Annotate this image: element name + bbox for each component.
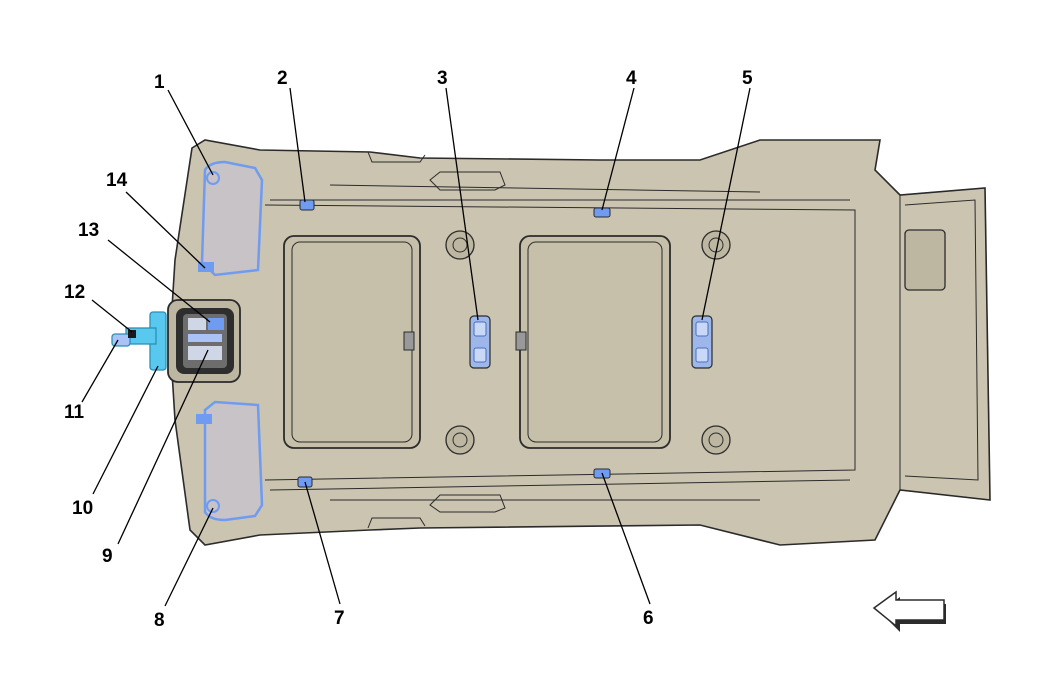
callout-labels: 1 2 3 4 5 6 7 8 9 10 11 12 13 14 bbox=[64, 68, 753, 631]
callout-4: 4 bbox=[626, 68, 637, 89]
callout-13: 13 bbox=[78, 220, 99, 241]
callout-9: 9 bbox=[102, 546, 113, 567]
console-connector bbox=[111, 311, 167, 371]
rear-vent bbox=[904, 229, 946, 291]
callout-5: 5 bbox=[742, 68, 753, 89]
callout-1: 1 bbox=[154, 72, 165, 93]
front-sunroof-opening bbox=[283, 235, 421, 449]
arrow-left-icon bbox=[872, 590, 946, 632]
callout-14: 14 bbox=[106, 170, 128, 191]
callout-2: 2 bbox=[277, 68, 288, 89]
callout-10: 10 bbox=[72, 498, 93, 519]
callout-11: 11 bbox=[64, 402, 85, 423]
sun-visors bbox=[196, 160, 264, 522]
callout-7: 7 bbox=[334, 608, 345, 629]
callout-12: 12 bbox=[64, 282, 85, 303]
callout-8: 8 bbox=[154, 610, 165, 631]
rear-sunroof-opening bbox=[519, 235, 671, 449]
right-sun-visor bbox=[203, 400, 264, 522]
left-sun-visor bbox=[200, 160, 264, 277]
leader-lines bbox=[81, 87, 751, 607]
callout-6: 6 bbox=[643, 608, 654, 629]
overhead-console bbox=[167, 299, 241, 383]
sunroof-openings bbox=[283, 235, 671, 449]
clip-2 bbox=[299, 199, 315, 211]
callout-3: 3 bbox=[437, 68, 448, 89]
